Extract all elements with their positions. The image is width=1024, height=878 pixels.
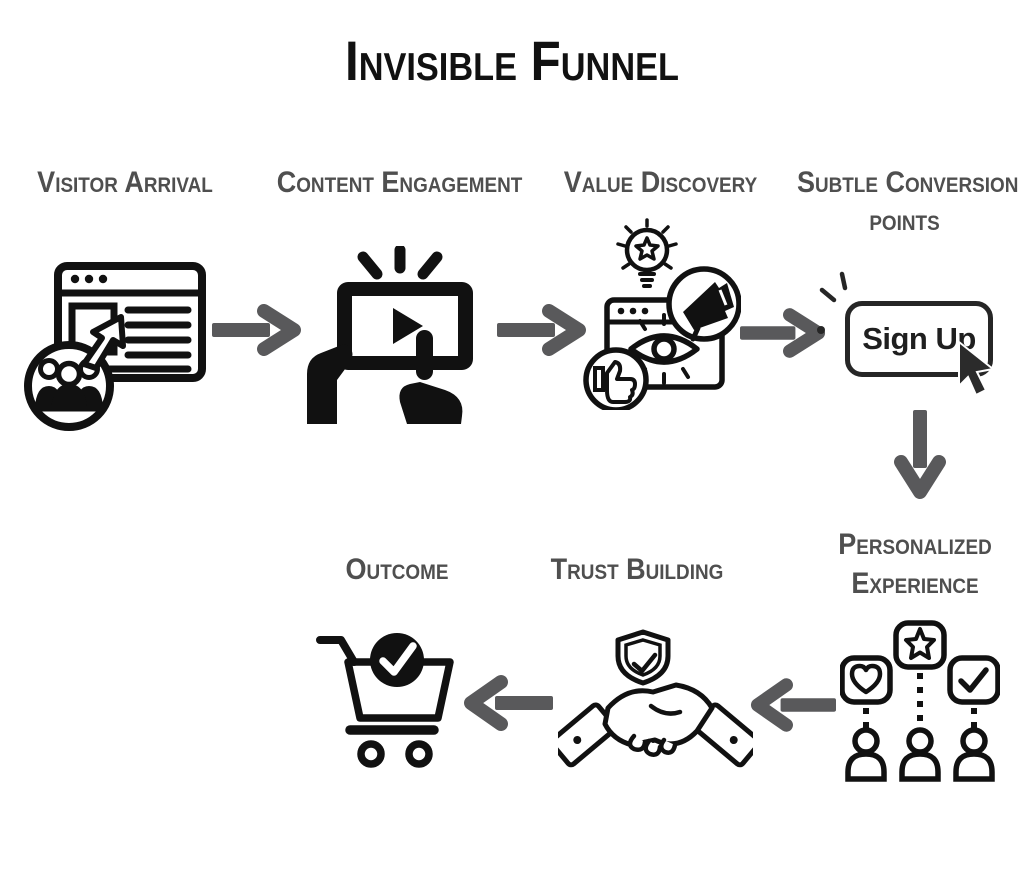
label-value-discovery: Value Discovery: [563, 166, 758, 199]
label-content-engagement: Content Engagement: [276, 166, 523, 199]
label-visitor-arrival: Visitor Arrival: [37, 166, 213, 199]
click-sparkle-icon: [819, 271, 848, 303]
star-icon: [904, 627, 936, 660]
label-subtle-conversion-line2: points: [869, 204, 940, 237]
label-personalized-line1: Personalized: [838, 528, 992, 561]
handshake-shield-icon: [558, 629, 753, 768]
label-subtle-conversion-line1: Subtle Conversion: [796, 166, 1019, 199]
page-title: Invisible Funnel: [345, 29, 679, 92]
cursor-icon: [958, 340, 996, 397]
users-preferences-icon: [840, 620, 1000, 782]
label-trust-building: Trust Building: [550, 553, 724, 586]
cart-check-icon: [316, 633, 454, 768]
website-audience-icon: [24, 262, 206, 431]
tablet-play-tap-icon: [307, 246, 473, 424]
arrow-right-icon: [740, 308, 826, 358]
arrow-down-icon: [894, 410, 946, 499]
arrow-left-icon: [464, 675, 553, 731]
arrow-right-icon: [497, 304, 586, 356]
heart-icon: [849, 663, 883, 695]
webpage-eye-idea-megaphone-icon: [583, 218, 741, 410]
signup-button-label: Sign Up: [862, 321, 976, 356]
label-outcome: Outcome: [345, 553, 449, 586]
arrow-right-icon: [212, 304, 301, 356]
arrow-left-icon: [750, 678, 836, 732]
click-dot: [817, 326, 825, 334]
label-personalized-line2: Experience: [851, 567, 979, 600]
check-icon: [958, 667, 989, 693]
